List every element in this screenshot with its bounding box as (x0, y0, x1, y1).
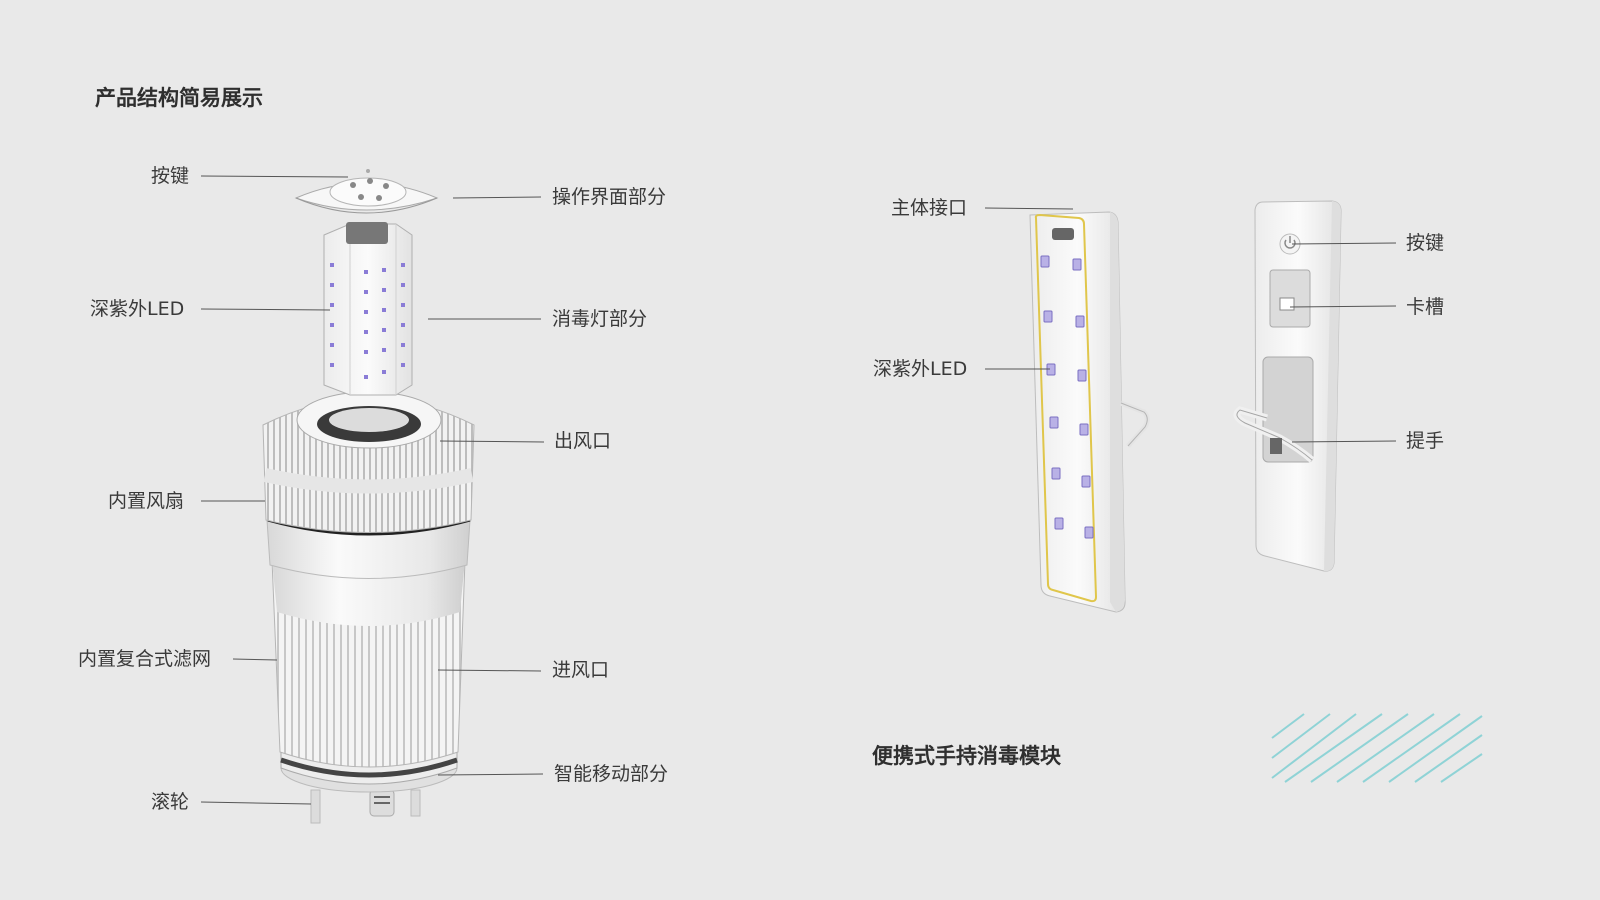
label-fan: 内置风扇 (108, 490, 185, 512)
label-button: 按键 (151, 165, 190, 187)
left-leader-lines (200, 175, 545, 805)
decorative-hatch (1271, 713, 1483, 783)
handheld-module-front (1029, 211, 1150, 613)
label-deep-uv-led-left: 深紫外LED (90, 298, 185, 320)
label-inlet: 进风口 (552, 659, 610, 681)
label-wheel: 滚轮 (151, 791, 190, 813)
portable-module-title: 便携式手持消毒模块 (872, 744, 1061, 768)
handheld-module-back (1233, 200, 1342, 572)
label-filter: 内置复合式滤网 (78, 648, 212, 670)
label-main-interface: 主体接口 (891, 197, 968, 219)
label-handle: 提手 (1406, 430, 1445, 452)
structure-title: 产品结构简易展示 (95, 86, 263, 110)
label-lamp-part: 消毒灯部分 (552, 308, 648, 330)
wheel-left (310, 789, 321, 824)
uv-lamp-column (323, 223, 413, 396)
label-smart-move: 智能移动部分 (554, 763, 669, 785)
label-button-right: 按键 (1406, 232, 1445, 254)
label-outlet: 出风口 (554, 430, 612, 452)
label-deep-uv-led-right: 深紫外LED (873, 358, 968, 380)
air-purifier-device (262, 169, 475, 824)
label-card-slot: 卡槽 (1406, 296, 1445, 318)
label-ui-part: 操作界面部分 (552, 186, 667, 208)
wheel-right (410, 789, 421, 817)
right-leader-lines (984, 207, 1397, 443)
